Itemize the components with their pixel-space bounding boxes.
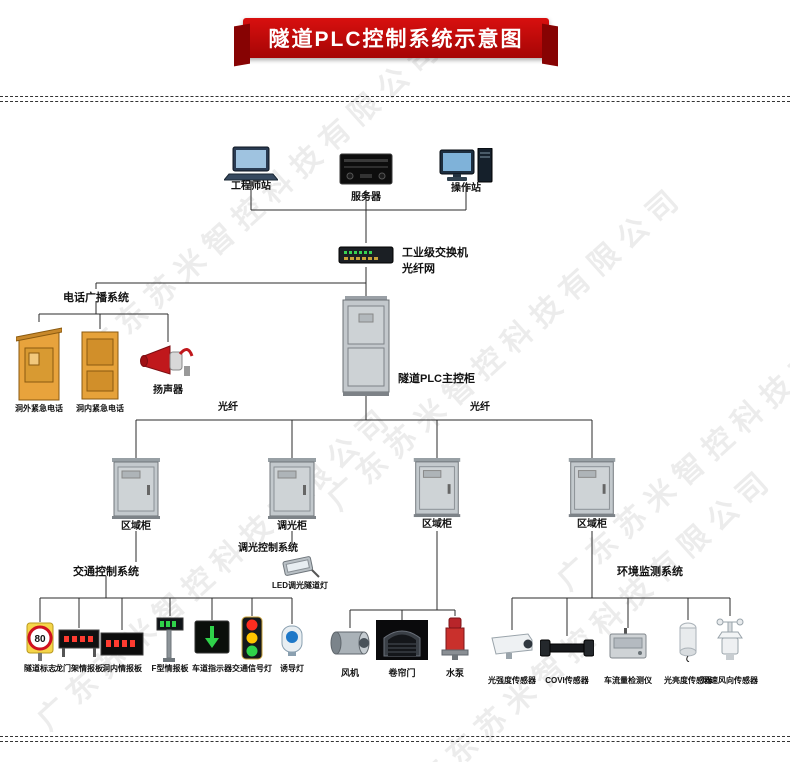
area-cabinet-1-label: 区域柜: [121, 521, 151, 532]
main-plc-cabinet-device: [339, 296, 393, 396]
traffic-system-title: 交通控制系统: [73, 566, 139, 578]
indoor-emergency-phone-label: 洞内紧急电话: [76, 404, 124, 413]
traffic-flow-detector-label: 车流量检测仪: [604, 676, 652, 685]
loudspeaker-label: 扬声器: [153, 385, 183, 396]
page-title: 隧道PLC控制系统示意图: [243, 18, 549, 58]
traffic-light-label: 交通信号灯: [232, 664, 272, 673]
speed-limit-value: 80: [34, 634, 46, 645]
fan-label: 风机: [340, 668, 360, 678]
light-intensity-sensor-device: [488, 630, 536, 660]
wind-sensor-label: 风速风向传感器: [702, 676, 758, 685]
f-type-board-label: F型情报板: [151, 664, 189, 673]
main-plc-cabinet-label: 隧道PLC主控柜: [398, 373, 475, 385]
area-cabinet-3-label: 区域柜: [577, 519, 607, 530]
industrial-switch-label: 工业级交换机: [402, 247, 468, 259]
fiber-right-label: 光纤: [470, 402, 490, 413]
water-pump-label: 水泵: [445, 668, 465, 678]
outdoor-emergency-phone-label: 洞外紧急电话: [15, 404, 63, 413]
tunnel-sign-device: 80: [26, 622, 54, 662]
server-device: [338, 148, 394, 190]
area-cabinet-2-label: 区域柜: [422, 519, 452, 530]
covi-sensor-label: COVI传感器: [545, 676, 589, 685]
traffic-flow-detector-device: [606, 628, 650, 660]
indoor-info-board-device: [100, 630, 144, 658]
fan-device: [330, 628, 370, 658]
fiber-left-label: 光纤: [218, 402, 238, 413]
separator-line: [0, 96, 790, 97]
phone-system-title: 电话广播系统: [63, 292, 129, 304]
operator-station-label: 操作站: [451, 183, 481, 194]
water-pump-device: [440, 616, 470, 660]
tunnel-sign-label: 隧道标志: [24, 664, 56, 673]
gantry-info-board-device: [57, 628, 101, 658]
separator-line: [0, 101, 790, 102]
operator-station-device: [438, 148, 494, 187]
roll-door-device: [376, 620, 428, 660]
luminance-sensor-device: [676, 620, 700, 662]
dimming-cabinet-label: 调光柜: [277, 521, 307, 532]
led-tunnel-light-device: [280, 554, 322, 580]
luminance-sensor-label: 光亮度传感器: [664, 676, 712, 685]
covi-sensor-device: [540, 636, 594, 660]
separator-line: [0, 736, 790, 737]
server-label: 服务器: [351, 192, 381, 203]
outdoor-emergency-phone-device: [16, 322, 62, 402]
indoor-emergency-phone-device: [79, 329, 121, 402]
f-type-board-device: [153, 616, 187, 662]
area-cabinet-2-device: [411, 458, 463, 518]
industrial-switch-device: [338, 243, 394, 267]
roll-door-label: 卷帘门: [388, 668, 416, 678]
loudspeaker-device: [140, 340, 196, 384]
led-tunnel-light-label: LED调光隧道灯: [272, 581, 328, 590]
dimming-cabinet-device: [266, 458, 318, 520]
guidance-light-device: [278, 624, 306, 658]
separator-line: [0, 741, 790, 742]
lane-indicator-label: 车道指示器: [192, 664, 232, 673]
guidance-light-label: 诱导灯: [280, 664, 304, 673]
indoor-info-board-label: 洞内情报板: [102, 664, 142, 673]
traffic-light-device: [236, 616, 268, 660]
light-intensity-sensor-label: 光强度传感器: [488, 676, 536, 685]
wind-sensor-device: [712, 616, 748, 662]
engineer-station-device: [224, 146, 278, 182]
fiber-net-label: 光纤网: [402, 263, 435, 275]
gantry-info-board-label: 龙门架情报板: [55, 664, 103, 673]
dimming-system-title: 调光控制系统: [238, 543, 298, 554]
engineer-station-label: 工程师站: [231, 181, 271, 192]
area-cabinet-1-device: [110, 458, 162, 520]
environment-system-title: 环境监测系统: [617, 566, 683, 578]
area-cabinet-3-device: [566, 458, 618, 518]
lane-indicator-device: [194, 620, 230, 654]
